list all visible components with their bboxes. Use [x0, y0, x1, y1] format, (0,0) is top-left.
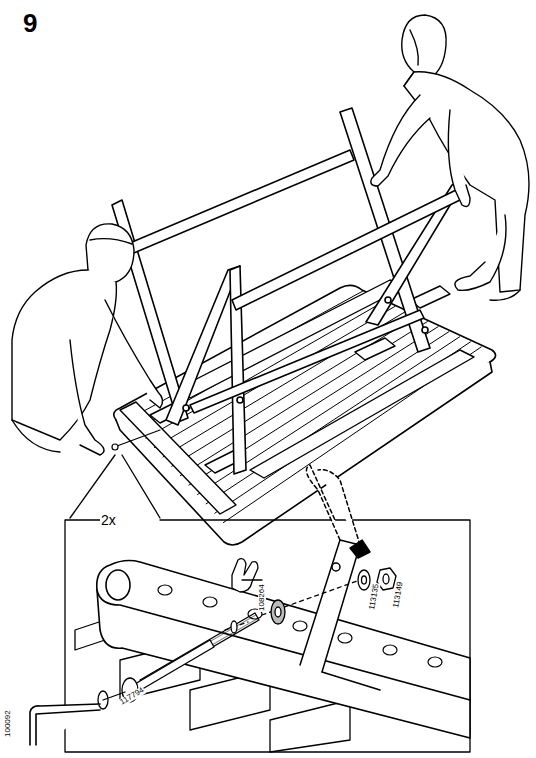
inset-washer	[231, 621, 237, 633]
nut-and-washer	[383, 574, 389, 584]
person-kneeling	[90, 239, 132, 244]
inset-beam	[97, 561, 470, 738]
person-kneeling	[12, 270, 116, 440]
table-legs	[112, 108, 464, 474]
nut-and-washer	[358, 570, 370, 590]
inset-beam	[106, 570, 130, 600]
inset-washer	[98, 600, 285, 709]
inset-frame	[65, 455, 470, 752]
bolt	[117, 430, 160, 446]
person-kneeling	[105, 300, 163, 408]
person-standing	[371, 15, 529, 300]
inset-leg	[300, 540, 360, 672]
bolt	[112, 444, 118, 450]
inset-beam	[97, 561, 470, 738]
inset-frame	[122, 455, 160, 518]
part-number: 113135	[368, 582, 381, 611]
person-kneeling	[12, 420, 60, 452]
person-standing	[490, 290, 520, 300]
inset-washer	[275, 607, 281, 617]
part-number: 108264	[258, 583, 266, 612]
table-legs	[422, 327, 428, 333]
inset-leg	[332, 563, 340, 571]
table-slats	[223, 347, 481, 523]
allen-key	[30, 704, 100, 745]
inset-frame	[65, 520, 470, 752]
inset-bolt	[122, 580, 360, 702]
hand-tool-icon	[242, 579, 262, 580]
inset-holes	[158, 585, 172, 595]
person-kneeling	[12, 224, 163, 455]
part-number: 100092	[4, 709, 12, 738]
inset-holes	[203, 597, 217, 607]
person-standing	[455, 215, 506, 290]
table-legs	[118, 150, 354, 258]
table-legs	[232, 190, 460, 310]
allen-key	[36, 710, 100, 745]
table-legs	[190, 310, 424, 413]
inset-beam	[97, 590, 470, 700]
table-legs	[385, 297, 391, 303]
person-standing	[402, 15, 446, 78]
bolt	[112, 430, 160, 450]
inset-slats	[270, 700, 350, 752]
inset-frame	[70, 455, 115, 518]
person-standing	[448, 110, 470, 206]
inset-holes	[428, 657, 442, 667]
table-legs	[183, 405, 189, 411]
inset-holes	[293, 621, 307, 631]
person-kneeling	[70, 340, 104, 455]
inset-leg	[318, 470, 360, 545]
inset-holes	[338, 633, 352, 643]
nut-and-washer	[362, 576, 367, 584]
inset-holes	[383, 645, 397, 655]
inset-washer	[271, 600, 285, 624]
step-number: 9	[22, 10, 38, 36]
inset-bolt	[135, 640, 214, 691]
hand-tool-icon	[232, 559, 258, 592]
inset-leg	[322, 672, 380, 690]
allen-key	[30, 704, 100, 745]
inset-leg	[350, 540, 370, 558]
table-legs	[237, 397, 243, 403]
quantity-label: 2x	[100, 513, 117, 527]
inset-leg	[300, 465, 380, 690]
person-standing	[371, 95, 430, 186]
